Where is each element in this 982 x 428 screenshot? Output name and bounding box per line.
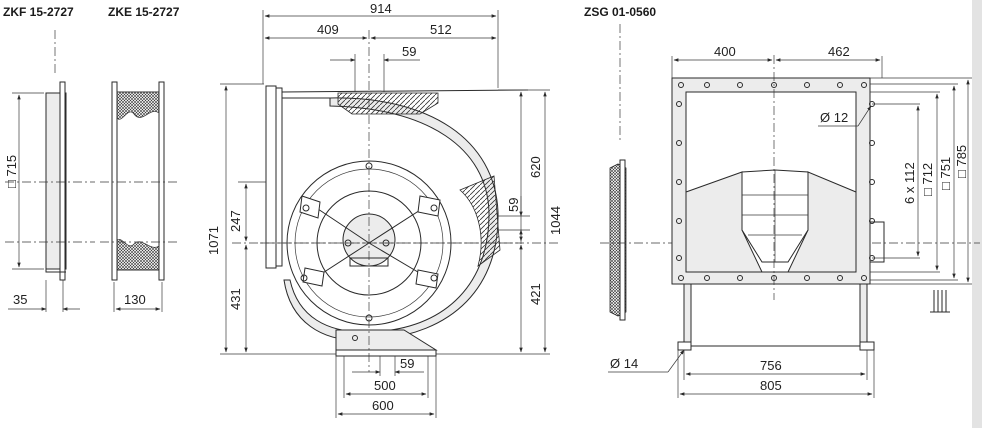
zkf-flange-view: □ 715 35: [4, 30, 95, 312]
zke-mesh-view: 130: [100, 81, 180, 312]
fan-main-view: 914 409 512 59 1071 247 431 620 1044 59: [206, 1, 563, 418]
margin-strip: [972, 0, 982, 428]
dim-bottom-59: 59: [400, 356, 414, 371]
zke-label: ZKE 15-2727: [108, 5, 180, 19]
dim-hole-14: Ø 14: [610, 356, 638, 371]
dim-zsg-462: 462: [828, 44, 850, 59]
dim-height-1044: 1044: [548, 206, 563, 235]
dim-main-right: 512: [430, 22, 452, 37]
dim-holes: 6 x 112: [902, 162, 917, 204]
dim-sq-785: □ 785: [954, 145, 969, 178]
zsg-front-view: 400 462 Ø 12 6 x 112 □ 712 □ 751 □ 785 Ø…: [608, 44, 972, 398]
dim-zkf-square: □ 715: [4, 155, 19, 188]
dim-main-left: 409: [317, 22, 339, 37]
zsg-label: ZSG 01-0560: [584, 5, 656, 19]
dim-main-width: 914: [370, 1, 392, 16]
dim-sq-712: □ 712: [920, 163, 935, 196]
dim-height-247: 247: [228, 210, 243, 232]
dim-height-1071: 1071: [206, 226, 221, 255]
zkf-label: ZKF 15-2727: [3, 5, 74, 19]
dim-top-59: 59: [402, 44, 416, 59]
dim-height-620: 620: [528, 156, 543, 178]
dim-foot-805: 805: [760, 378, 782, 393]
dim-height-431: 431: [228, 288, 243, 310]
dim-hole-12: Ø 12: [820, 110, 848, 125]
dim-foot-756: 756: [760, 358, 782, 373]
dim-mid-59: 59: [506, 198, 521, 212]
zsg-holes: [676, 82, 875, 281]
dim-zke-depth: 130: [124, 292, 146, 307]
dim-sq-751: □ 751: [938, 157, 953, 190]
dim-zsg-400: 400: [714, 44, 736, 59]
dim-height-421: 421: [528, 283, 543, 305]
dim-base-500: 500: [374, 378, 396, 393]
dim-zkf-depth: 35: [13, 292, 27, 307]
dim-base-600: 600: [372, 398, 394, 413]
